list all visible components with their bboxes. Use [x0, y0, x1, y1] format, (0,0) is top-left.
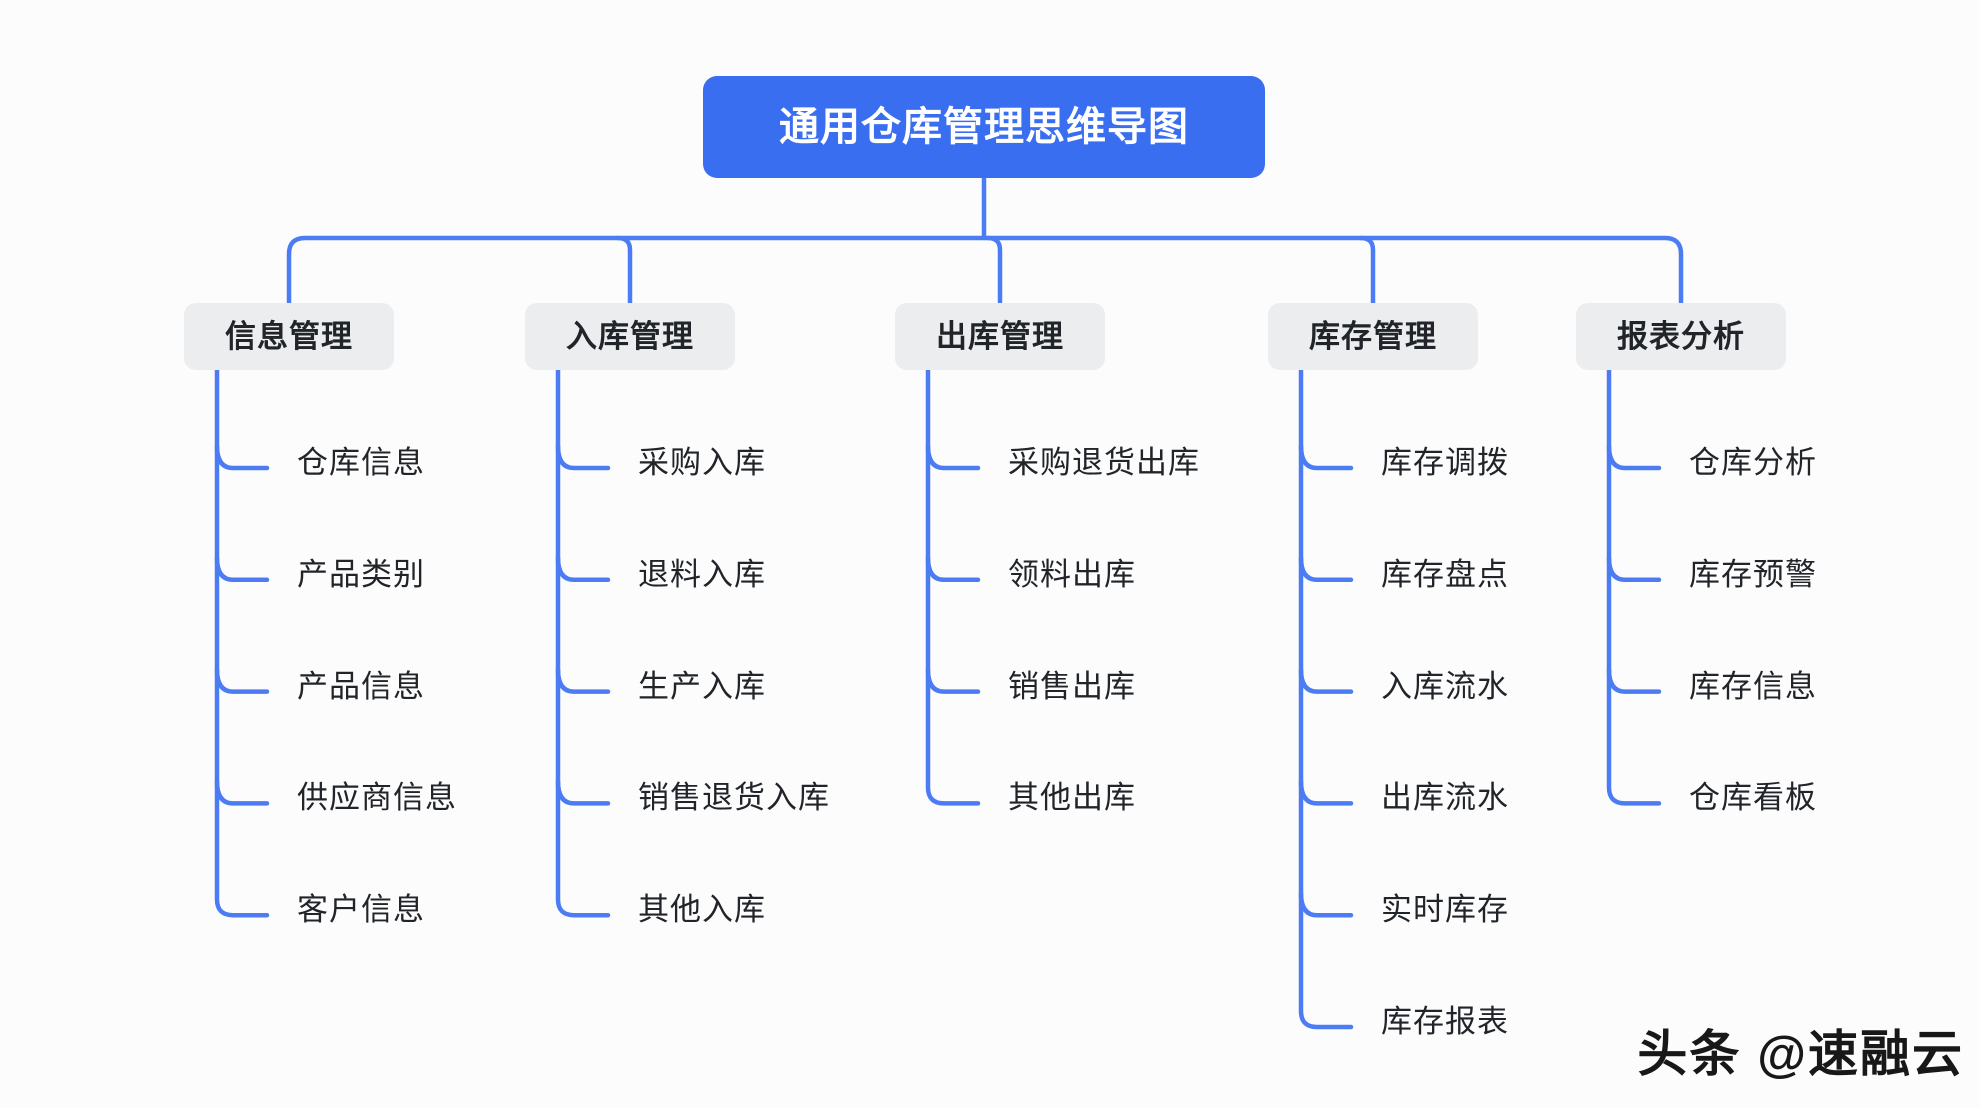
child-node[interactable]: 客户信息 [297, 892, 425, 927]
child-node[interactable]: 库存预警 [1689, 557, 1817, 592]
child-node[interactable]: 其他入库 [638, 892, 766, 927]
child-node[interactable]: 销售退货入库 [638, 780, 830, 815]
branch-node-3[interactable]: 出库管理 [895, 303, 1105, 370]
child-node[interactable]: 其他出库 [1008, 780, 1136, 815]
branch-node-2[interactable]: 入库管理 [525, 303, 735, 370]
child-node[interactable]: 销售出库 [1008, 669, 1136, 704]
child-node[interactable]: 仓库看板 [1689, 780, 1817, 815]
root-node[interactable]: 通用仓库管理思维导图 [703, 76, 1265, 178]
branch-node-4[interactable]: 库存管理 [1268, 303, 1478, 370]
child-node[interactable]: 采购入库 [638, 445, 766, 480]
child-node[interactable]: 供应商信息 [297, 780, 457, 815]
child-node[interactable]: 生产入库 [638, 669, 766, 704]
branch-node-5[interactable]: 报表分析 [1576, 303, 1786, 370]
child-node[interactable]: 库存报表 [1381, 1004, 1509, 1039]
child-node[interactable]: 采购退货出库 [1008, 445, 1200, 480]
child-node[interactable]: 产品类别 [297, 557, 425, 592]
child-node[interactable]: 库存信息 [1689, 669, 1817, 704]
watermark-text: 头条 @速融云 [1637, 1026, 1964, 1082]
child-node[interactable]: 仓库信息 [297, 445, 425, 480]
child-node[interactable]: 领料出库 [1008, 557, 1136, 592]
child-node[interactable]: 仓库分析 [1689, 445, 1817, 480]
child-node[interactable]: 实时库存 [1381, 892, 1509, 927]
child-node[interactable]: 产品信息 [297, 669, 425, 704]
child-node[interactable]: 库存调拨 [1381, 445, 1509, 480]
child-node[interactable]: 出库流水 [1381, 780, 1509, 815]
branch-node-1[interactable]: 信息管理 [184, 303, 394, 370]
child-node[interactable]: 库存盘点 [1381, 557, 1509, 592]
child-node[interactable]: 退料入库 [638, 557, 766, 592]
child-node[interactable]: 入库流水 [1381, 669, 1509, 704]
